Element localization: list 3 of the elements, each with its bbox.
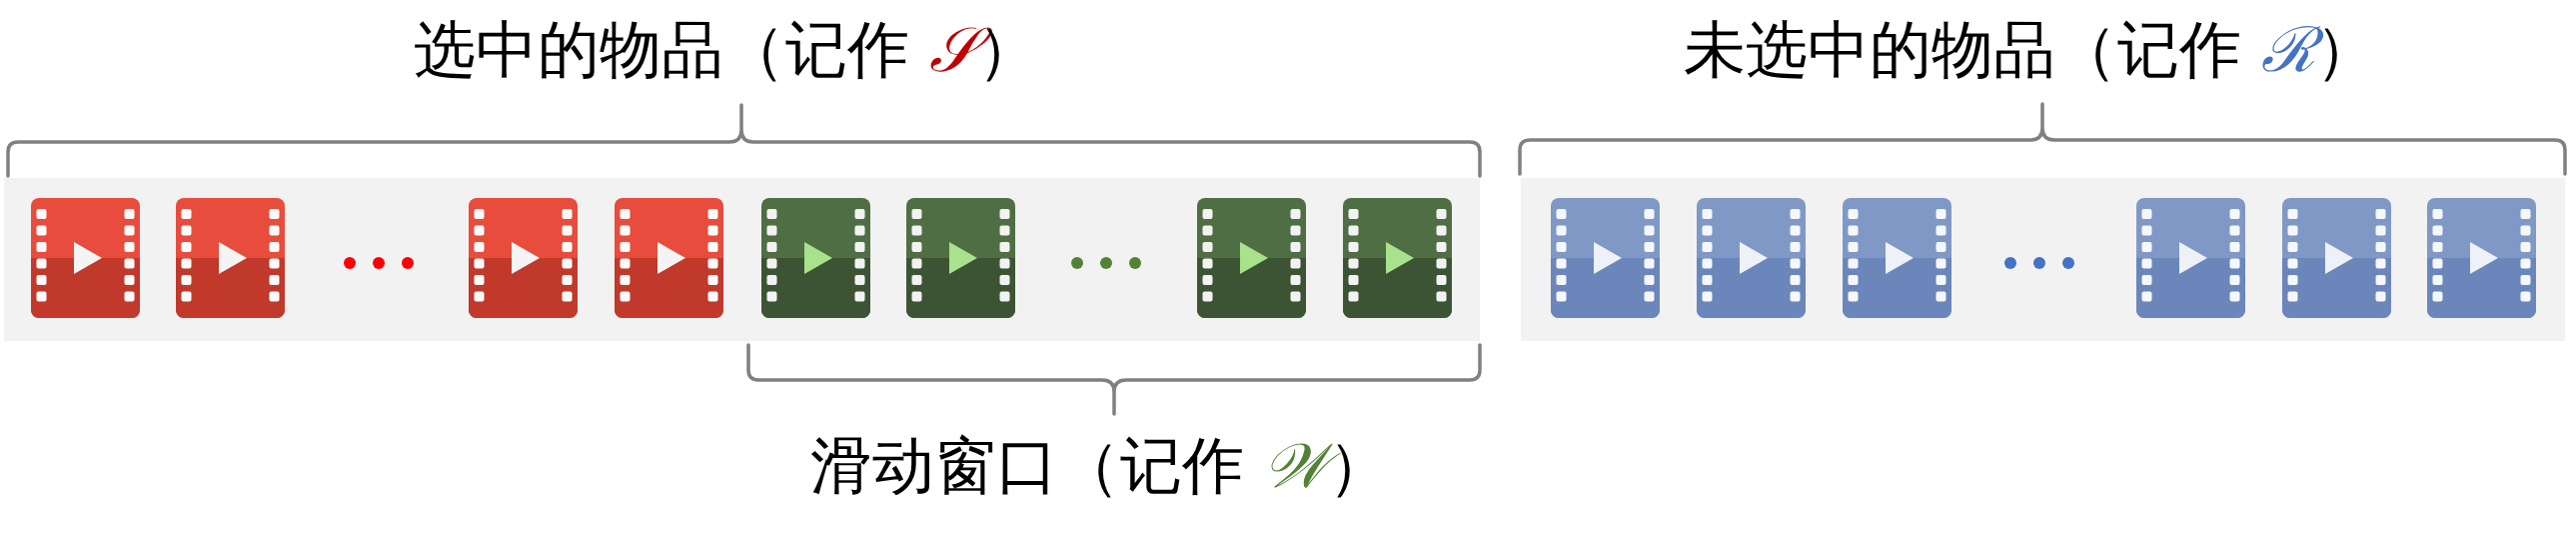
bracket-label: 滑动窗口（记作 𝒲）	[809, 431, 1391, 501]
bracket-label: 选中的物品（记作 𝒮）	[414, 15, 1039, 85]
bracket-label: 未选中的物品（记作 ℛ）	[1684, 15, 2377, 85]
